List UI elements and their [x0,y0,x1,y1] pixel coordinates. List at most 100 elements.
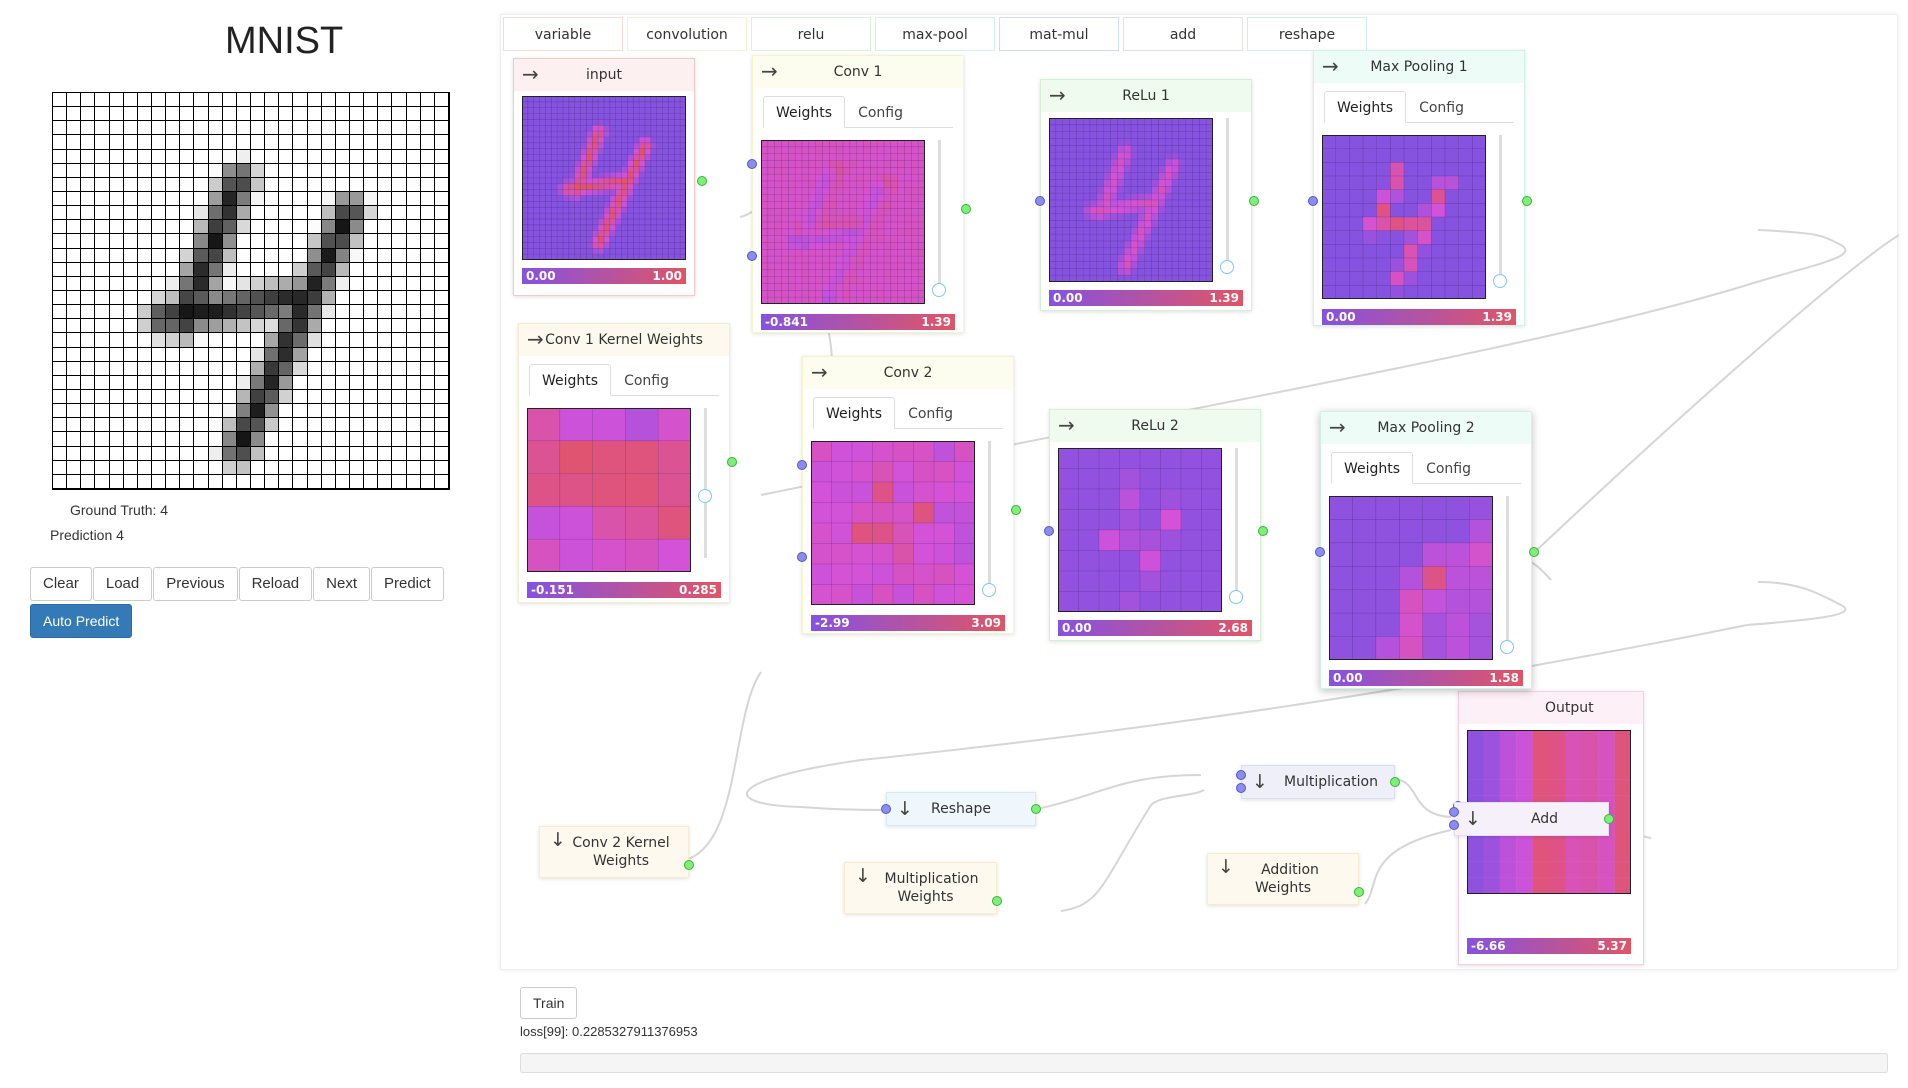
maxpool1-slider-handle[interactable] [1493,274,1507,288]
multiplication-weights-output-port[interactable] [992,896,1002,906]
maxpool2-output-port[interactable] [1529,547,1539,557]
relu1-output-port[interactable] [1249,196,1259,206]
load-button[interactable]: Load [92,567,153,601]
previous-button[interactable]: Previous [153,567,238,601]
addition-weights-output-port[interactable] [1354,887,1364,897]
palette-variable[interactable]: variable [503,17,623,51]
conv1-slider-track[interactable] [938,140,941,290]
next-button[interactable]: Next [313,567,370,601]
conv1-tensor-heatmap [761,140,925,304]
tab-weights[interactable]: Weights [1331,452,1414,484]
train-button[interactable]: Train [520,987,578,1019]
relu2-slider-track[interactable] [1235,448,1238,598]
conv2-slider-handle[interactable] [982,583,996,597]
reload-button[interactable]: Reload [238,567,313,601]
tab-config[interactable]: Config [1419,100,1464,116]
relu1-slider-handle[interactable] [1220,260,1234,274]
tab-weights[interactable]: Weights [763,96,846,128]
tab-config[interactable]: Config [858,105,903,121]
maxpool2-slider-track[interactable] [1506,496,1509,646]
conv1-kernel-port[interactable] [747,251,757,261]
maxpool2-slider-handle[interactable] [1500,640,1514,654]
relu1-input-port[interactable] [1035,196,1045,206]
node-output-header[interactable]: Output [1459,692,1643,724]
conv1-kernel-output-port[interactable] [727,457,737,467]
op-add[interactable]: ↓Add [1449,802,1614,836]
op-addition-weights[interactable]: ↓ Addition Weights [1207,853,1364,905]
output-min-value: -6.66 [1471,939,1506,953]
output-max-value: 5.37 [1597,939,1627,953]
conv2-kernel-weights-output-port[interactable] [684,860,694,870]
multiplication-input-port-a[interactable] [1236,770,1246,780]
op-mult-weights-label-line1: Multiplication [884,871,979,887]
maxpool1-slider-track[interactable] [1499,135,1502,285]
relu2-input-port[interactable] [1044,526,1054,536]
add-input-port-b[interactable] [1449,820,1459,830]
palette-add[interactable]: add [1123,17,1243,51]
auto-predict-button[interactable]: Auto Predict [30,604,133,638]
tab-config[interactable]: Config [908,406,953,422]
palette-max-pool[interactable]: max-pool [875,17,995,51]
node-conv1-header[interactable]: →Conv 1 [753,56,963,88]
conv1-output-port[interactable] [961,204,971,214]
predict-button[interactable]: Predict [370,567,444,601]
conv1-kernel-slider-handle[interactable] [698,489,712,503]
op-multiplication[interactable]: ↓Multiplication [1236,765,1400,799]
node-input-header[interactable]: →input [514,59,694,91]
graph-editor[interactable]: variable convolution relu max-pool mat-m… [500,14,1899,970]
conv2-kernel-port[interactable] [797,552,807,562]
digit-drawing-canvas[interactable] [52,92,450,490]
add-input-port-a[interactable] [1449,807,1459,817]
tab-weights[interactable]: Weights [529,364,612,396]
node-input-title: input [585,67,622,83]
arrow-right-icon: → [527,327,544,351]
tab-weights[interactable]: Weights [813,397,896,429]
maxpool2-input-port[interactable] [1315,547,1325,557]
reshape-input-port[interactable] [881,804,891,814]
input-output-port[interactable] [697,176,707,186]
add-output-port[interactable] [1604,814,1614,824]
conv1-kernel-slider-track[interactable] [704,408,707,558]
maxpool1-input-port[interactable] [1308,196,1318,206]
palette-reshape[interactable]: reshape [1247,17,1367,51]
clear-button[interactable]: Clear [30,567,92,601]
node-relu2-header[interactable]: →ReLu 2 [1050,410,1260,442]
op-reshape[interactable]: ↓Reshape [881,792,1041,826]
node-conv1-kernel-header[interactable]: →Conv 1 Kernel Weights [519,324,729,356]
conv2-input-port[interactable] [797,460,807,470]
relu2-output-port[interactable] [1258,526,1268,536]
conv2-slider-track[interactable] [988,441,991,591]
tab-weights[interactable]: Weights [1324,91,1407,123]
conv1-input-port[interactable] [747,159,757,169]
multiplication-output-port[interactable] [1390,777,1400,787]
maxpool1-output-port[interactable] [1522,196,1532,206]
reshape-output-port[interactable] [1031,804,1041,814]
relu2-slider-handle[interactable] [1229,590,1243,604]
conv1-slider-handle[interactable] [932,283,946,297]
palette-convolution[interactable]: convolution [627,17,747,51]
conv2-output-port[interactable] [1011,505,1021,515]
node-conv1-title: Conv 1 [833,64,883,80]
palette-relu[interactable]: relu [751,17,871,51]
palette-mat-mul[interactable]: mat-mul [999,17,1119,51]
tab-config[interactable]: Config [1426,461,1471,477]
op-multiplication-weights[interactable]: ↓ Multiplication Weights [844,862,1002,914]
node-conv2-header[interactable]: →Conv 2 [803,357,1013,389]
multiplication-input-port-b[interactable] [1236,783,1246,793]
tab-config[interactable]: Config [624,373,669,389]
node-relu1-header[interactable]: →ReLu 1 [1041,80,1251,112]
relu1-slider-track[interactable] [1226,118,1229,268]
node-maxpool1-header[interactable]: →Max Pooling 1 [1314,51,1524,83]
node-maxpool2-header[interactable]: →Max Pooling 2 [1321,412,1531,444]
op-conv2-kernel-weights[interactable]: ↓ Conv 2 Kernel Weights [539,826,694,878]
